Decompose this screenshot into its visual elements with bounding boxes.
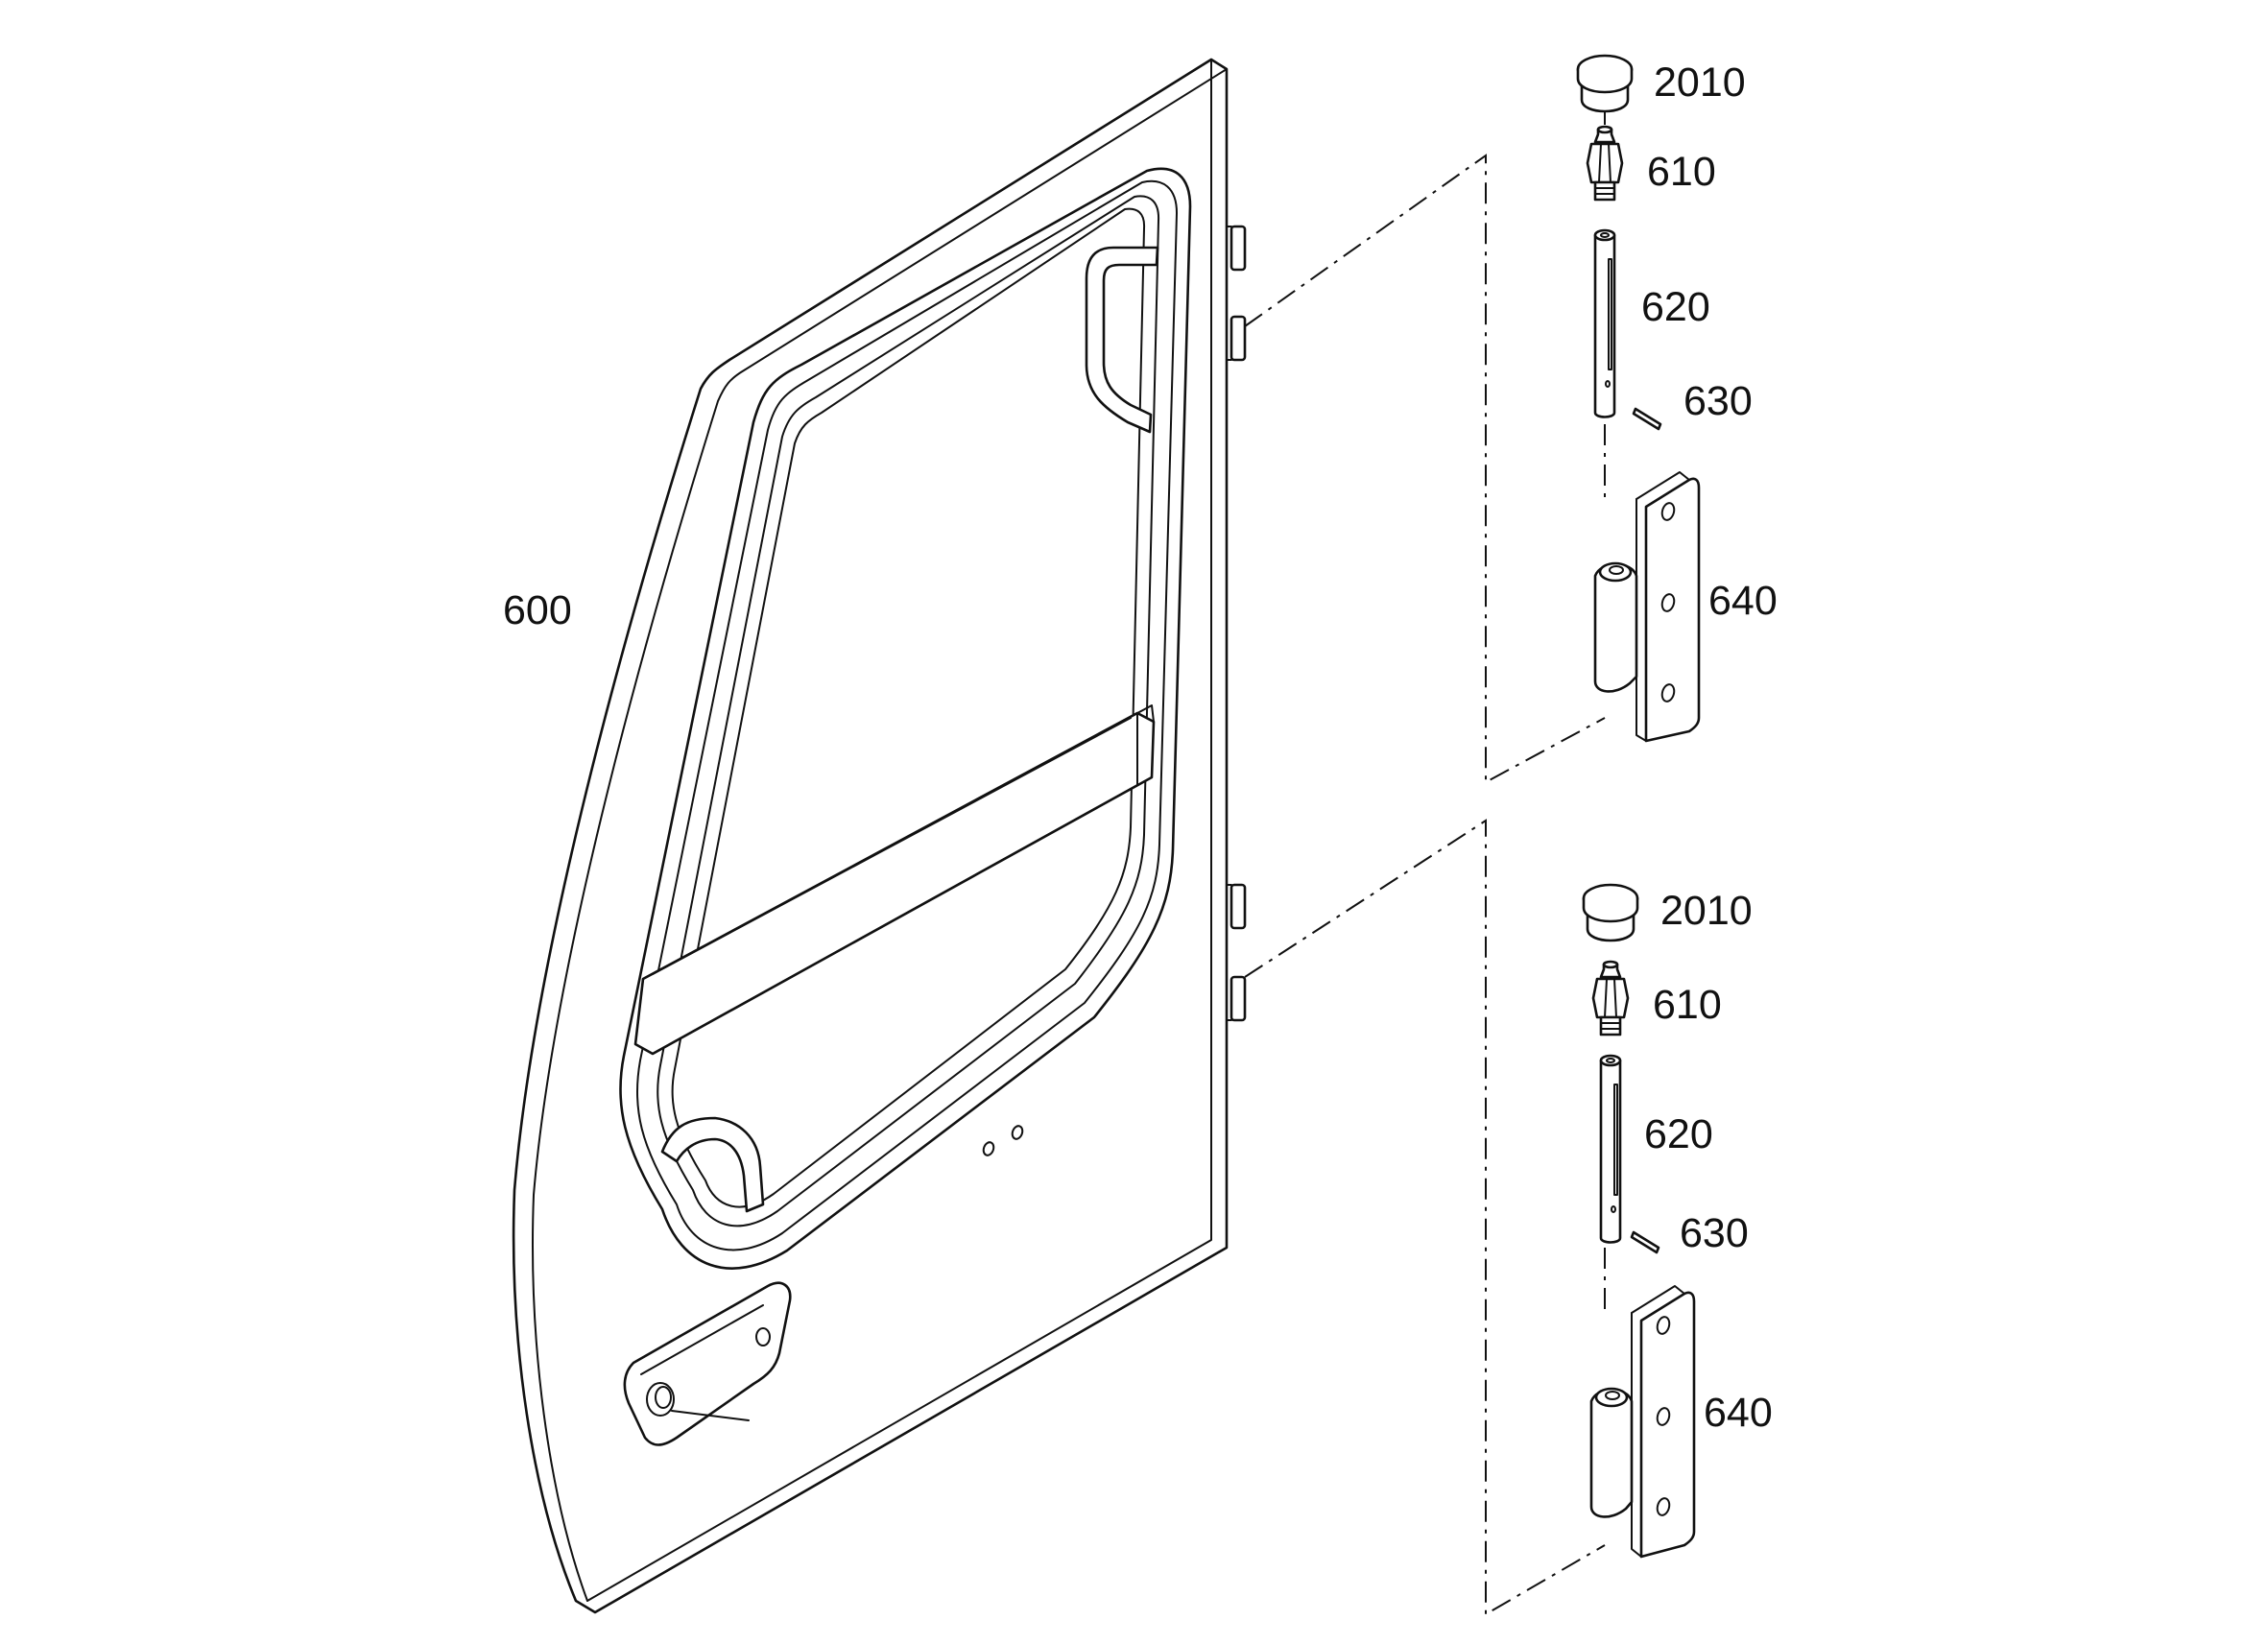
hinge-leaf-640-upper — [1593, 471, 1701, 743]
label-640-upper: 640 — [1708, 578, 1778, 624]
part-labels: 600 2010 610 620 630 640 2010 610 620 63… — [503, 60, 1778, 1436]
door-handle-plate — [623, 1281, 792, 1446]
cap-2010-lower — [1582, 883, 1639, 942]
label-640-lower: 640 — [1704, 1390, 1773, 1436]
label-610-upper: 610 — [1647, 149, 1716, 195]
cap-2010-upper — [1576, 54, 1634, 113]
label-2010-upper: 2010 — [1654, 60, 1746, 106]
assembly-guide-lines — [1244, 106, 1606, 1616]
label-630-lower: 630 — [1680, 1210, 1749, 1256]
grease-nipple-610-upper — [1586, 125, 1624, 202]
grab-handle-lower — [660, 1116, 765, 1213]
lower-hinge-assembly — [1582, 883, 1696, 1559]
label-2010-lower: 2010 — [1660, 888, 1753, 934]
door-panel — [512, 58, 1247, 1614]
roll-pin-630-upper — [1632, 407, 1662, 431]
pin-620-upper — [1593, 228, 1616, 418]
grab-handle-upper — [1085, 246, 1159, 434]
label-600-door: 600 — [503, 587, 572, 633]
grease-nipple-610-lower — [1591, 960, 1630, 1036]
label-620-lower: 620 — [1644, 1111, 1713, 1157]
door-hinge-knuckles-upper — [1226, 225, 1247, 362]
upper-hinge-assembly — [1576, 54, 1701, 743]
pin-620-lower — [1599, 1054, 1622, 1244]
door-hinge-knuckles-lower — [1226, 883, 1247, 1022]
roll-pin-630-lower — [1630, 1230, 1660, 1254]
hinge-leaf-640-lower — [1589, 1285, 1696, 1559]
label-630-upper: 630 — [1683, 378, 1753, 424]
label-610-lower: 610 — [1653, 982, 1722, 1028]
label-620-upper: 620 — [1641, 284, 1710, 330]
